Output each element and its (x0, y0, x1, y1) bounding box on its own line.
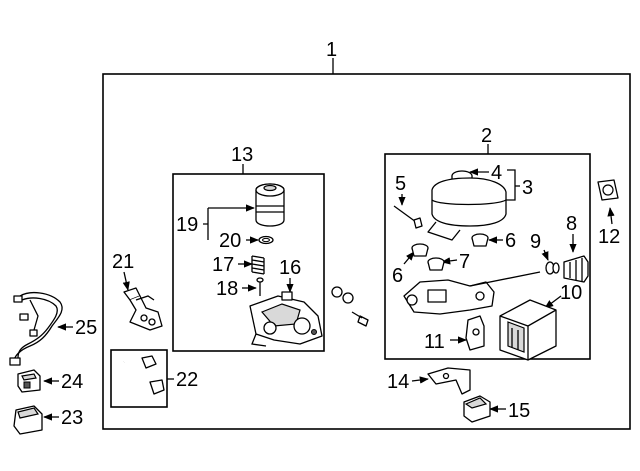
callout-2: 2 (481, 125, 492, 147)
part-22-drawing (116, 355, 165, 395)
master-cylinder-body-drawing (403, 271, 541, 315)
callout-20: 20 (219, 230, 241, 252)
part-24-drawing (17, 369, 41, 393)
leader-lines (43, 58, 615, 421)
actuator-subassembly-frame (172, 173, 325, 352)
callout-25: 25 (75, 317, 97, 339)
part-15-bracket-drawing (463, 395, 491, 423)
part-12-gasket-drawing (597, 179, 619, 201)
part-16-actuator-drawing (249, 291, 323, 347)
callout-22: 22 (176, 369, 198, 391)
callout-12: 12 (598, 226, 620, 248)
callout-3: 3 (522, 177, 533, 199)
callout-16: 16 (279, 257, 301, 279)
callout-4: 4 (491, 162, 502, 184)
callout-17: 17 (212, 254, 234, 276)
part-17-spring-drawing (251, 255, 265, 275)
fittings-drawing (331, 286, 369, 327)
part-14-bracket-drawing (427, 367, 471, 395)
part-21-drawing (123, 287, 163, 331)
callout-11: 11 (424, 331, 445, 353)
callout-10: 10 (560, 282, 582, 304)
part-18-pin-drawing (256, 277, 264, 296)
callout-19: 19 (176, 214, 198, 236)
callout-9: 9 (530, 231, 541, 253)
part-7-grommet-drawing (427, 257, 445, 271)
callout-7: 7 (459, 251, 470, 273)
part-9-seal-drawing (545, 261, 560, 275)
part-11-bracket-drawing (465, 315, 485, 351)
callout-5: 5 (395, 173, 406, 195)
wire-harness-drawing (9, 291, 63, 366)
callout-23: 23 (61, 407, 83, 429)
callout-15: 15 (508, 400, 530, 422)
callout-labels: 1 2 3 4 5 6 6 7 8 9 10 11 12 13 14 15 16… (61, 39, 620, 429)
callout-1: 1 (326, 39, 337, 61)
callout-24: 24 (61, 371, 83, 393)
part-5-hose-drawing (393, 205, 423, 229)
callout-6-left: 6 (392, 265, 403, 287)
callout-13: 13 (231, 144, 253, 166)
part-3-reservoir-drawing (427, 177, 507, 241)
part-6-grommet-drawing (411, 233, 489, 257)
callout-8: 8 (566, 213, 577, 235)
part-19-accumulator-drawing (255, 183, 285, 227)
part-23-drawing (13, 405, 43, 435)
callout-18: 18 (216, 278, 238, 300)
part-10-module-drawing (499, 299, 557, 361)
callout-14: 14 (387, 371, 409, 393)
callout-21: 21 (112, 251, 134, 273)
part-8-boot-drawing (563, 255, 589, 283)
callout-6-right: 6 (505, 230, 516, 252)
part-20-oring-drawing (258, 235, 274, 245)
main-assembly-frame (102, 73, 631, 430)
